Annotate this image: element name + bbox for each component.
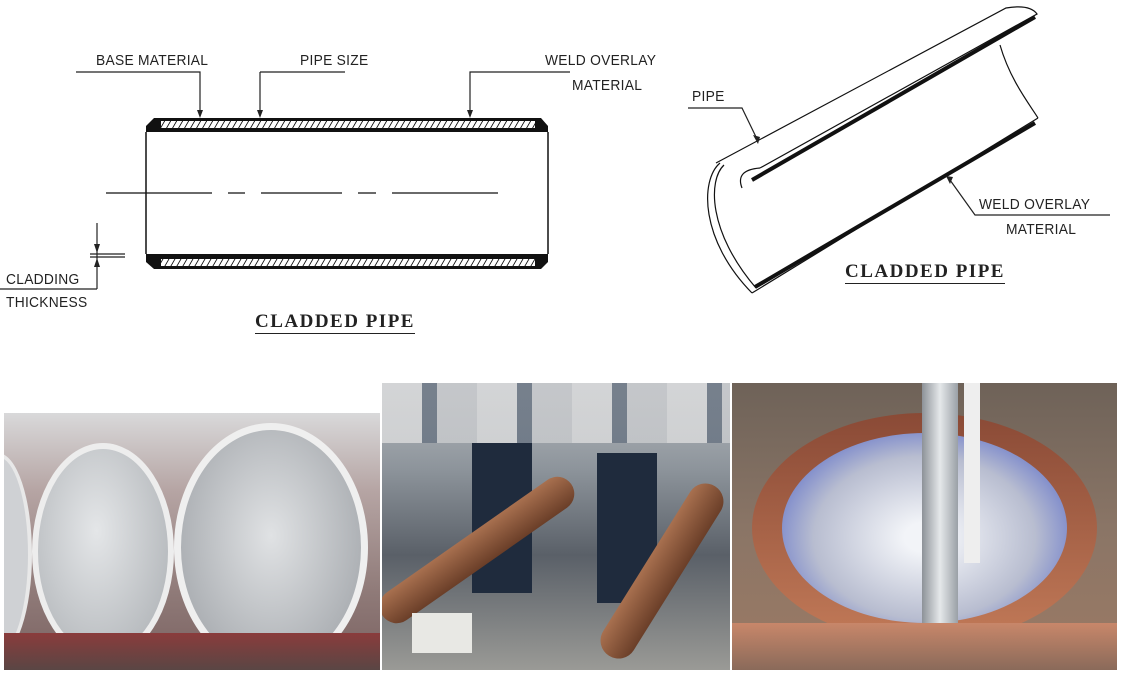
- label-cladding-line2: THICKNESS: [6, 294, 88, 311]
- diagram-title-right: CLADDED PIPE: [845, 261, 1005, 284]
- photo-weld-overlay-torch: [732, 383, 1117, 670]
- label-base-material: BASE MATERIAL: [96, 52, 209, 69]
- label-weld-overlay-line1: WELD OVERLAY: [545, 52, 657, 69]
- label-weld-overlay-line2: MATERIAL: [1006, 221, 1077, 238]
- photo-clad-pipes: [4, 413, 380, 670]
- photo-cladding-production-line: [382, 383, 730, 670]
- label-pipe-size: PIPE SIZE: [300, 52, 369, 69]
- label-weld-overlay-line2: MATERIAL: [572, 77, 643, 94]
- label-pipe: PIPE: [692, 88, 725, 105]
- label-cladding-line1: CLADDING: [6, 271, 80, 288]
- diagram-title-left: CLADDED PIPE: [255, 311, 415, 334]
- label-weld-overlay-line1: WELD OVERLAY: [979, 196, 1091, 213]
